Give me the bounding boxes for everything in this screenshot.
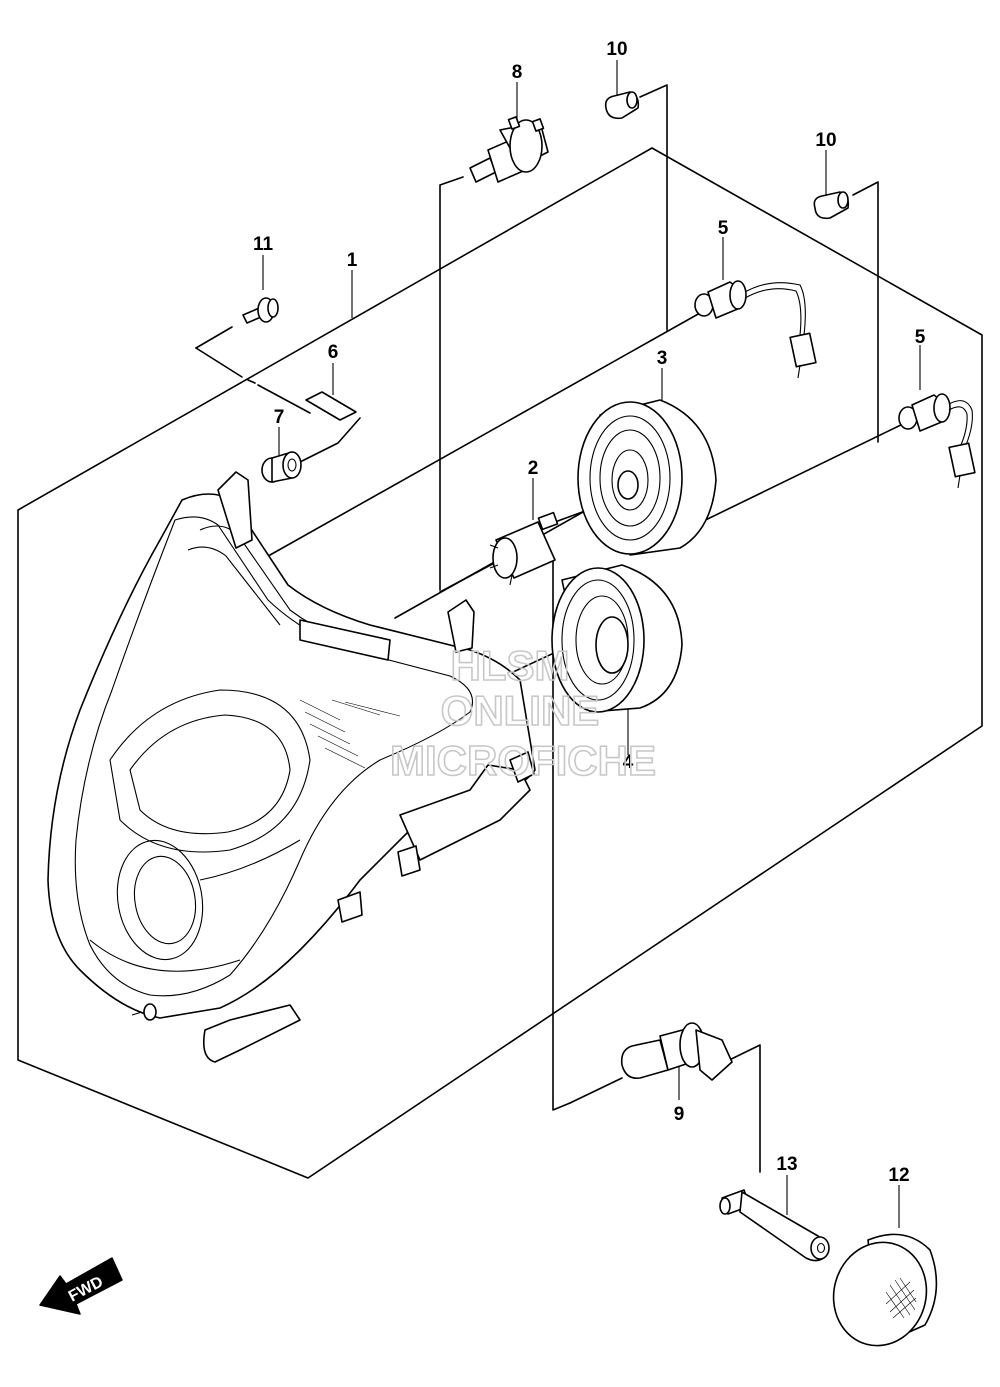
callout-4: 4 [623,752,634,773]
socket-part-2 [489,511,559,586]
cover-part-3 [577,399,717,556]
grommet-part-7 [261,451,302,483]
callout-3: 3 [657,348,668,369]
label-part-6 [305,391,357,421]
leader-lines [195,60,921,1228]
assembly-box-outline [17,147,983,1179]
callout-10-right: 10 [815,130,836,151]
callout-8: 8 [512,62,523,83]
socket-part-5-lower [898,393,976,489]
callout-5-lower: 5 [915,327,926,348]
watermark-line-2: ONLINE [441,687,600,734]
bulb-part-10-upper [604,91,640,120]
callout-5-upper: 5 [718,218,729,239]
screw-part-11 [242,297,279,324]
callout-13: 13 [776,1154,797,1175]
reflector-part-12 [832,1233,938,1347]
bulb-part-9 [620,1022,733,1081]
watermark-line-1: HLSM [451,642,570,689]
callout-7: 7 [274,407,285,428]
callout-2: 2 [528,458,539,479]
callout-10-upper: 10 [606,39,627,60]
callout-labels: 1 2 3 4 5 5 6 7 8 9 10 10 11 12 13 [253,39,926,1186]
callout-11: 11 [253,234,274,255]
watermark-line-3: MICROFICHE [390,737,656,784]
socket-part-5-upper [694,280,817,379]
bulb-part-10-right [813,191,850,220]
cover-part-4 [551,564,683,713]
headlamp-housing-part-1 [47,471,536,1063]
bulb-part-8 [469,116,549,183]
watermark: HLSM ONLINE MICROFICHE [389,641,657,785]
pin-part-13 [719,1189,830,1262]
callout-1: 1 [347,250,358,271]
fwd-arrow: FWD [39,1257,123,1315]
callout-6: 6 [328,342,339,363]
callout-9: 9 [674,1104,685,1125]
callout-12: 12 [888,1165,909,1186]
